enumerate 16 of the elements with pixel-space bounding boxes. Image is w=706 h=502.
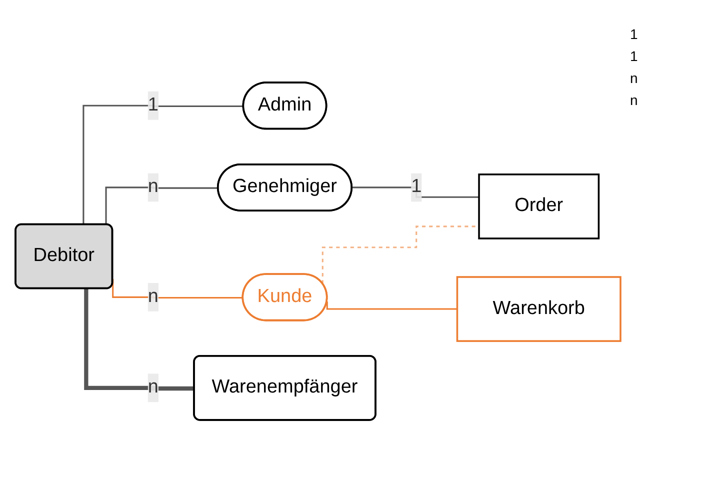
multiplicity-label: 1 xyxy=(630,48,639,64)
node-box xyxy=(478,173,600,240)
connector xyxy=(84,288,195,390)
edge-label: n xyxy=(148,286,158,306)
multiplicity-label: 1 xyxy=(630,26,639,42)
connector xyxy=(82,104,244,225)
edge-label: 1 xyxy=(148,94,158,115)
entity-relationship-diagram: 1 n n 1 n Admin Debitor Genehmiger Order Kunde Warenkorb Warenempfänger xyxy=(6,72,630,430)
edge-label: n xyxy=(148,176,158,197)
multiplicity-label: n xyxy=(630,92,639,108)
edge-label: 1 xyxy=(411,176,422,197)
multiplicity-label: n xyxy=(630,70,639,86)
connector xyxy=(326,301,458,310)
connector xyxy=(105,186,218,225)
edge-label: n xyxy=(148,377,158,398)
node-box xyxy=(456,276,622,342)
